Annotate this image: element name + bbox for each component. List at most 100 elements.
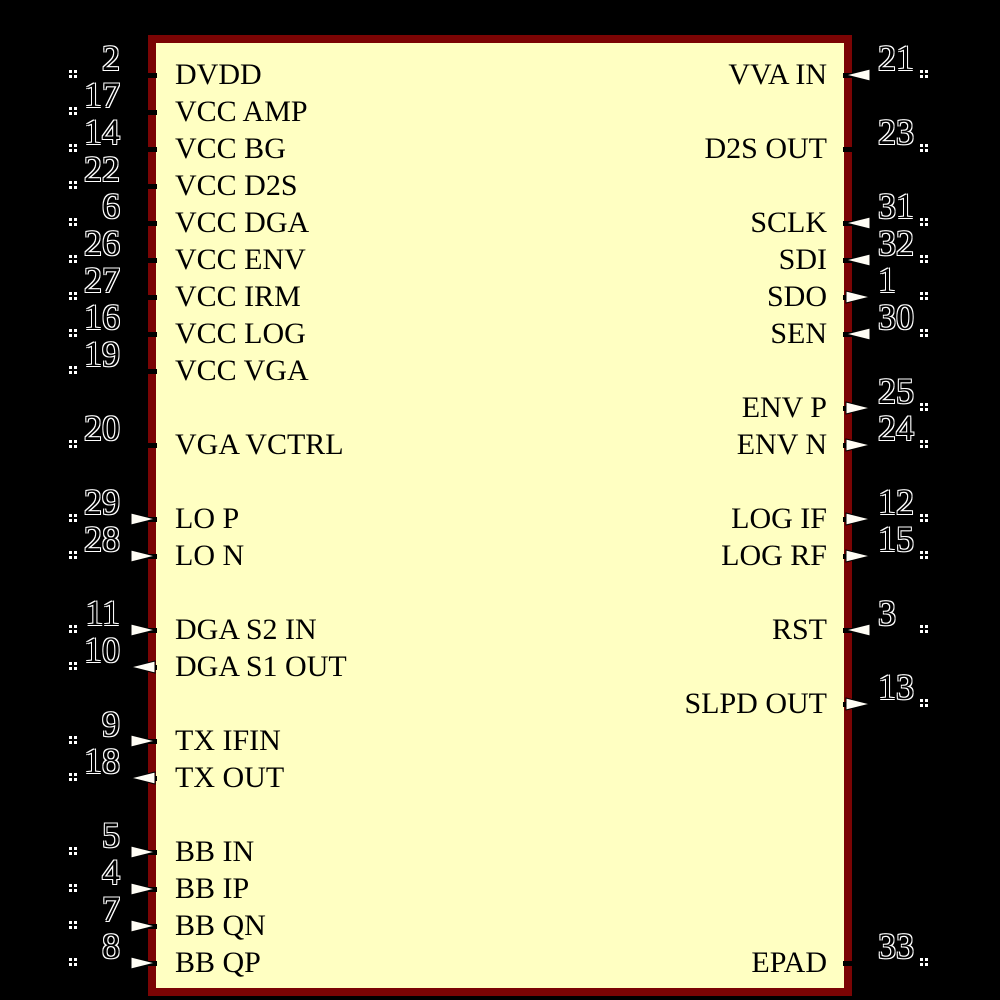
pin-stub [139,332,157,337]
pin-label: SCLK [750,206,827,239]
pin-label: D2S OUT [704,132,827,165]
pin-connection-dots-icon [69,958,72,961]
pin-direction-arrow-icon [130,882,156,896]
pin-connection-dots-icon [920,958,923,961]
pin-stub [139,184,157,189]
pin-stub [843,147,861,152]
pin-number: 18 [84,741,120,781]
pin-label: VCC D2S [175,169,298,202]
pin-direction-arrow-icon [130,512,156,526]
pin-connection-dots-icon [69,70,72,73]
pin-label: BB IP [175,872,250,905]
pin-connection-dots-icon [69,181,72,184]
pin-connection-dots-icon [920,551,923,554]
pin-number: 9 [102,704,120,744]
pin-label: LOG IF [731,502,827,535]
pin-direction-arrow-icon [130,660,156,674]
pin-connection-dots-icon [920,699,923,702]
pin-label: DGA S2 IN [175,613,317,646]
pin-connection-dots-icon [69,144,72,147]
pin-label: SEN [770,317,827,350]
pin-number: 5 [102,815,120,855]
pin-connection-dots-icon [69,773,72,776]
pin-connection-dots-icon [69,884,72,887]
pin-number: 19 [84,334,120,374]
pin-direction-arrow-icon [130,771,156,785]
pin-connection-dots-icon [69,662,72,665]
pin-number: 33 [878,926,914,966]
pin-number: 32 [878,223,914,263]
pin-number: 29 [84,482,120,522]
pin-number: 6 [102,186,120,226]
pin-connection-dots-icon [69,921,72,924]
pin-number: 12 [878,482,914,522]
pin-connection-dots-icon [69,551,72,554]
pin-number: 17 [84,75,120,115]
pin-label: VVA IN [728,58,827,91]
pin-label: SDI [778,243,827,276]
pin-connection-dots-icon [920,218,923,221]
pin-direction-arrow-icon [845,68,871,82]
pin-label: EPAD [751,946,827,979]
pin-connection-dots-icon [920,403,923,406]
pin-number: 31 [878,186,914,226]
pin-direction-arrow-icon [845,512,871,526]
pin-connection-dots-icon [920,292,923,295]
pin-direction-arrow-icon [845,216,871,230]
pin-direction-arrow-icon [130,623,156,637]
pin-label: VCC VGA [175,354,309,387]
pin-label: DVDD [175,58,262,91]
pin-direction-arrow-icon [130,549,156,563]
pin-number: 16 [84,297,120,337]
pin-label: VGA VCTRL [175,428,344,461]
pin-direction-arrow-icon [845,697,871,711]
pin-label: VCC LOG [175,317,306,350]
pin-connection-dots-icon [69,514,72,517]
pin-direction-arrow-icon [130,956,156,970]
pin-number: 11 [85,593,120,633]
pin-label: LO N [175,539,245,572]
pin-number: 24 [878,408,914,448]
pin-label: VCC BG [175,132,286,165]
pin-number: 22 [84,149,120,189]
pin-direction-arrow-icon [845,253,871,267]
pin-direction-arrow-icon [845,623,871,637]
pin-stub [139,258,157,263]
pin-number: 30 [878,297,914,337]
pin-direction-arrow-icon [130,734,156,748]
pin-direction-arrow-icon [845,327,871,341]
pin-stub [843,961,861,966]
pin-connection-dots-icon [69,366,72,369]
pin-connection-dots-icon [69,107,72,110]
pin-number: 25 [878,371,914,411]
pin-label: VCC ENV [175,243,306,276]
pin-direction-arrow-icon [845,290,871,304]
pin-number: 26 [84,223,120,263]
pin-label: TX OUT [175,761,285,794]
pin-connection-dots-icon [69,255,72,258]
pin-stub [139,110,157,115]
pin-connection-dots-icon [920,625,923,628]
pin-label: BB IN [175,835,255,868]
pin-number: 7 [102,889,120,929]
pin-direction-arrow-icon [845,438,871,452]
pin-connection-dots-icon [920,514,923,517]
pin-label: BB QN [175,909,266,942]
pin-stub [139,369,157,374]
pin-connection-dots-icon [920,440,923,443]
pin-connection-dots-icon [69,847,72,850]
pin-stub [139,147,157,152]
pin-stub [139,295,157,300]
pin-label: VCC IRM [175,280,301,313]
pin-direction-arrow-icon [845,549,871,563]
pin-number: 3 [878,593,896,633]
pin-number: 1 [878,260,896,300]
pin-direction-arrow-icon [130,919,156,933]
pin-connection-dots-icon [69,736,72,739]
pin-connection-dots-icon [69,440,72,443]
pin-number: 8 [102,926,120,966]
pin-label: DGA S1 OUT [175,650,347,683]
pin-direction-arrow-icon [845,401,871,415]
pin-label: SLPD OUT [684,687,827,720]
pin-stub [139,73,157,78]
